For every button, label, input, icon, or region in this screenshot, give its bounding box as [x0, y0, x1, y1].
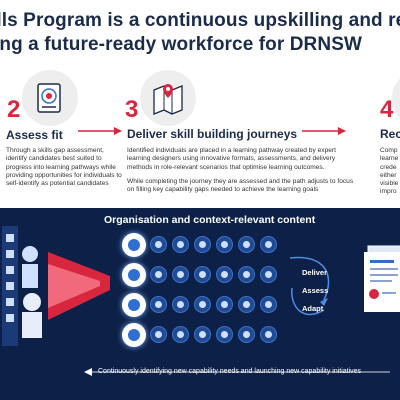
feedback-loop-arrow [84, 368, 390, 376]
capability-node-icon [238, 326, 255, 343]
step-number: 2 [7, 96, 21, 123]
arrow-right-icon [78, 127, 122, 135]
flow-label-assess: Assess [302, 286, 329, 295]
capability-node-icon [216, 266, 233, 283]
capability-node-icon [238, 236, 255, 253]
step-deliver-skill-building: 3 Deliver skill building journeys Identi… [120, 70, 360, 200]
capability-node-icon [122, 233, 146, 257]
flow-label-adapt: Adapt [302, 304, 324, 313]
band-footer: Continuously identifying new capability … [98, 368, 362, 375]
step-description: Comp learne crede either visible impro [380, 147, 399, 196]
header-line-1: ills Program is a continuous upskilling … [0, 10, 400, 31]
scanner-funnel-illustration [2, 226, 110, 346]
step-title: Assess fit [6, 128, 63, 142]
step-title: Rec [380, 127, 400, 141]
step-description-2: While completing the journey they are as… [127, 178, 354, 194]
capability-node-icon [150, 266, 167, 283]
capability-node-icon [216, 326, 233, 343]
capability-node-icon [260, 266, 277, 283]
capability-node-icon [238, 266, 255, 283]
header-line-2: ing a future-ready workforce for DRNSW [0, 34, 363, 55]
capability-node-icon [238, 296, 255, 313]
capability-node-icon [172, 296, 189, 313]
cycle-arrows-icon [289, 256, 330, 316]
capability-node-icon [172, 266, 189, 283]
page-header: ills Program is a continuous upskilling … [0, 0, 400, 60]
step-recognise: 4 Rec Comp learne crede either visible i… [372, 70, 400, 200]
flow-label-deliver: Deliver [302, 268, 328, 277]
capability-node-icon [194, 266, 211, 283]
capability-node-icon [150, 236, 167, 253]
capability-node-icon [122, 263, 146, 287]
step-number: 4 [380, 96, 394, 123]
step-assess-fit: 2 Assess fit Through a skills gap assess… [0, 70, 130, 200]
band-title: Organisation and context-relevant conten… [104, 214, 316, 226]
capability-node-icon [260, 236, 277, 253]
capability-node-icon [260, 326, 277, 343]
capability-node-icon [122, 323, 146, 347]
step-icon-circle [140, 70, 196, 126]
capability-node-icon [260, 296, 277, 313]
assessment-target-icon [37, 83, 61, 113]
step-number: 3 [125, 96, 139, 123]
capability-node-icon [122, 293, 146, 317]
capability-node-icon [150, 296, 167, 313]
map-pin-icon [153, 84, 183, 115]
step-description: Identified individuals are placed in a l… [127, 147, 336, 171]
document-report-icon [364, 245, 400, 312]
arrow-right-icon [302, 127, 346, 135]
step-icon-circle [392, 70, 400, 126]
step-title: Deliver skill building journeys [127, 127, 298, 141]
capability-node-icon [150, 326, 167, 343]
step-icon-circle [22, 70, 78, 126]
capability-node-icon [216, 236, 233, 253]
capability-node-icon [216, 296, 233, 313]
content-band: Organisation and context-relevant conten… [0, 208, 400, 400]
capability-node-icon [172, 326, 189, 343]
capability-node-icon [194, 236, 211, 253]
capability-node-icon [172, 236, 189, 253]
capability-node-icon [194, 326, 211, 343]
capability-node-icon [194, 296, 211, 313]
step-description: Through a skills gap assessment, identif… [6, 147, 122, 188]
